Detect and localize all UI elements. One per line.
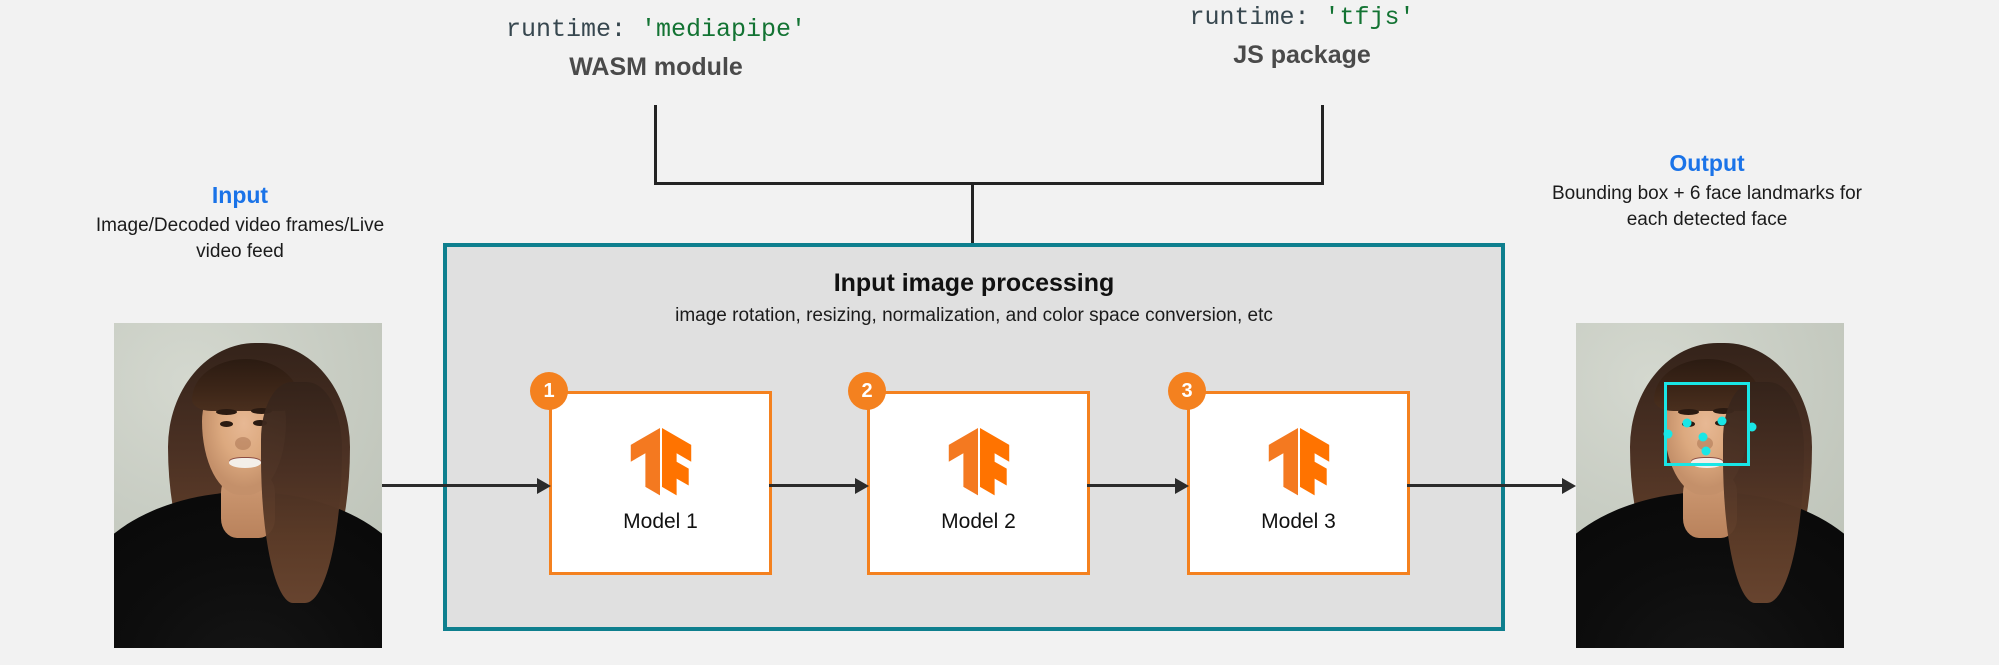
arrow-head-model1-to-model2 — [855, 478, 869, 494]
input-photo-content — [114, 323, 382, 648]
model-box-3[interactable]: Model 3 — [1187, 391, 1410, 575]
input-photo — [114, 323, 382, 648]
arrow-head-input-to-model1 — [537, 478, 551, 494]
runtime-subtitle-jspackage: JS package — [1233, 41, 1371, 69]
bracket-stem-right — [1321, 105, 1324, 185]
model-label-2: Model 2 — [941, 510, 1016, 533]
output-title: Output — [1669, 150, 1745, 176]
pipeline-title: Input image processing — [833, 269, 1115, 297]
landmark-nose-tip — [1698, 432, 1708, 442]
model-box-1[interactable]: Model 1 — [549, 391, 772, 575]
tensorflow-logo-icon — [1268, 428, 1329, 496]
model-label-3: Model 3 — [1261, 510, 1336, 533]
photo-mouth — [229, 457, 262, 469]
model-label-1: Model 1 — [623, 510, 698, 533]
runtime-code-tfjs: runtime: 'tfjs' — [1032, 2, 1572, 34]
output-label-group: Output Bounding box + 6 face landmarks f… — [1552, 150, 1862, 233]
output-description: Bounding box + 6 face landmarks for each… — [1552, 182, 1862, 230]
runtime-code-mediapipe: runtime: 'mediapipe' — [386, 14, 926, 46]
arrow-head-model2-to-model3 — [1175, 478, 1189, 494]
photo-nose — [234, 436, 251, 450]
landmark-eye-left — [1682, 418, 1692, 428]
bracket-crossbar — [654, 182, 1324, 185]
photo-brow-right — [1712, 408, 1735, 415]
runtime-code-prefix: runtime: — [505, 15, 641, 44]
pipeline-container: Input image processing image rotation, r… — [443, 243, 1505, 631]
arrow-head-model3-to-output — [1562, 478, 1576, 494]
photo-eye-left — [219, 421, 234, 428]
arrow-model2-to-model3 — [1087, 484, 1183, 487]
arrow-input-to-model1 — [382, 484, 545, 487]
input-title: Input — [211, 182, 269, 208]
photo-brow-left — [1677, 409, 1700, 416]
landmark-mouth — [1701, 446, 1711, 456]
input-label-group: Input Image/Decoded video frames/Live vi… — [90, 182, 390, 265]
model-box-2[interactable]: Model 2 — [867, 391, 1090, 575]
model-badge-1: 1 — [530, 372, 568, 410]
bracket-stem-left — [654, 105, 657, 185]
photo-hair-side — [261, 381, 342, 603]
arrow-model3-to-output — [1407, 484, 1570, 487]
tensorflow-logo-icon — [948, 428, 1009, 496]
landmark-ear-right — [1747, 422, 1757, 432]
runtime-label-tfjs: runtime: 'tfjs' JS package — [1032, 2, 1572, 71]
model-badge-2: 2 — [848, 372, 886, 410]
photo-hair-side — [1723, 381, 1804, 603]
tensorflow-logo-icon — [630, 428, 691, 496]
bracket-stem-center — [971, 182, 974, 244]
runtime-label-mediapipe: runtime: 'mediapipe' WASM module — [386, 14, 926, 83]
runtime-subtitle-wasm: WASM module — [569, 53, 743, 81]
runtime-code-value: 'mediapipe' — [641, 15, 807, 44]
runtime-code-prefix: runtime: — [1189, 3, 1325, 32]
model-badge-3: 3 — [1168, 372, 1206, 410]
photo-brow-right — [250, 408, 273, 415]
landmark-ear-left — [1663, 429, 1673, 439]
pipeline-subtitle: image rotation, resizing, normalization,… — [675, 305, 1273, 326]
input-description: Image/Decoded video frames/Live video fe… — [95, 214, 385, 262]
output-photo-content — [1576, 323, 1844, 648]
arrow-model1-to-model2 — [769, 484, 863, 487]
photo-eye-right — [253, 419, 267, 427]
photo-brow-left — [215, 409, 238, 416]
landmark-eye-right — [1717, 416, 1727, 425]
output-photo — [1576, 323, 1844, 648]
runtime-code-value: 'tfjs' — [1324, 3, 1415, 32]
